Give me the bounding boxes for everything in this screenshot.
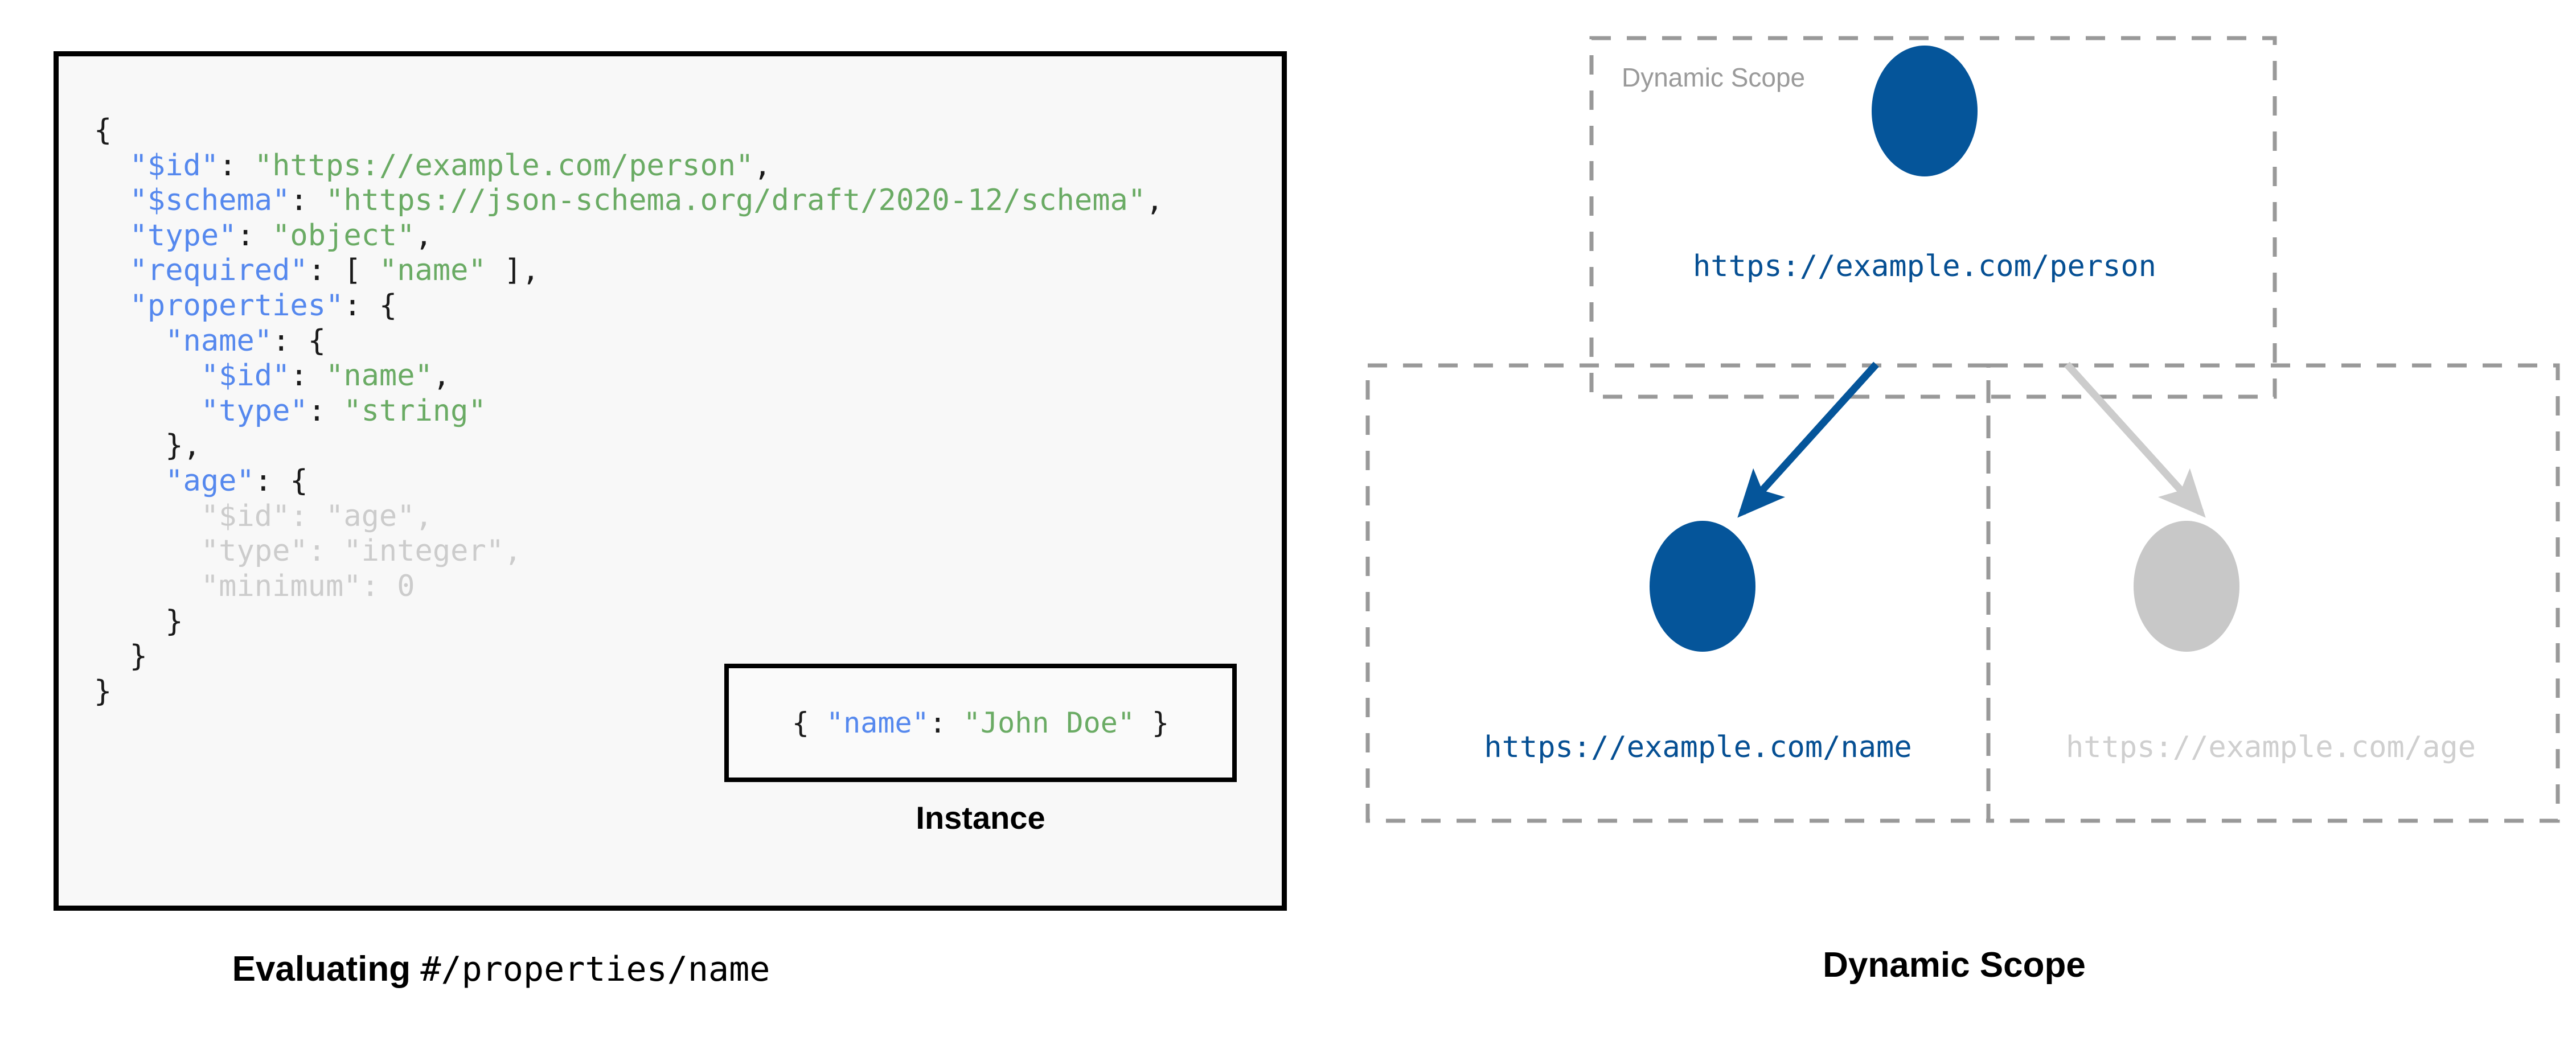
edge-person-to-name: [1737, 361, 1879, 518]
code-token-key: "properties": [129, 289, 344, 323]
code-token-dim: "age": [326, 499, 415, 533]
schema-panel: { "$id": "https://example.com/person", "…: [0, 51, 1287, 987]
code-token-pun: : {: [272, 323, 326, 358]
node-label-name: https://example.com/name: [1484, 730, 1912, 764]
code-token-pun: ,: [432, 359, 451, 393]
edge-group: [1737, 361, 2206, 518]
code-line: "required": [ "name" ],: [94, 253, 540, 287]
code-token-dim: "$id": [200, 499, 290, 533]
scope-box-age: [1986, 363, 2560, 823]
code-token-pun: }: [1134, 706, 1170, 739]
instance-box: { "name": "John Doe" }: [724, 664, 1237, 782]
code-line: "properties": {: [94, 289, 397, 323]
scope-box-label: Dynamic Scope: [1622, 63, 1805, 92]
dynamic-scope-diagram: Dynamic Scope https://example.com/person…: [1365, 36, 2560, 823]
code-token-pun: :: [236, 218, 273, 253]
code-token-pun: :: [307, 393, 344, 428]
code-token-key: "type": [200, 393, 308, 428]
schema-code-text: { "$id": "https://example.com/person", "…: [94, 113, 1163, 709]
code-token-key: "type": [129, 218, 237, 253]
code-token-key: "name": [826, 706, 929, 739]
evaluating-caption-pointer: #/properties/name: [420, 949, 770, 989]
code-token-pun: ,: [1146, 183, 1164, 218]
code-token-pun: : {: [254, 464, 308, 499]
dynamic-scope-panel: Dynamic Scope https://example.com/person…: [1332, 0, 2576, 1053]
code-token-key: "required": [129, 253, 308, 288]
code-token-key: "$schema": [129, 183, 290, 218]
code-token-dim: "integer": [343, 534, 504, 569]
code-token-str: "name": [379, 253, 486, 288]
code-token-key: "age": [165, 464, 255, 499]
code-line: }: [94, 639, 147, 673]
code-token-pun: }: [94, 674, 112, 709]
dynamic-scope-caption: Dynamic Scope: [1823, 945, 2086, 985]
code-token-dim: ,: [504, 534, 522, 569]
evaluating-caption-bold: Evaluating: [232, 949, 411, 989]
code-line: {: [94, 113, 112, 147]
code-line: "type": "object",: [94, 219, 433, 253]
scope-box-name: [1365, 363, 1991, 823]
code-token-pun: : {: [343, 289, 397, 323]
code-token-pun: ,: [753, 148, 772, 183]
node-group: https://example.com/person https://examp…: [1484, 46, 2476, 764]
code-token-pun: }: [129, 639, 147, 674]
code-token-pun: {: [94, 113, 112, 147]
code-token-pun: },: [165, 429, 201, 463]
code-token-dim: :: [361, 569, 397, 603]
node-circle-age[interactable]: [2134, 521, 2239, 652]
node-label-person: https://example.com/person: [1693, 249, 2156, 283]
code-line: "type": "integer",: [94, 534, 522, 568]
code-token-pun: :: [290, 183, 326, 218]
code-token-str: "https://example.com/person": [254, 148, 754, 183]
code-line: "type": "string": [94, 394, 486, 428]
edge-person-to-age: [2064, 361, 2206, 518]
code-line: }: [94, 674, 112, 709]
code-line: "minimum": 0: [94, 569, 415, 603]
scope-box-person: [1589, 36, 2277, 399]
node-circle-name[interactable]: [1650, 521, 1755, 652]
code-token-str: "John Doe": [963, 706, 1135, 739]
code-line: "$id": "https://example.com/person",: [94, 149, 772, 183]
code-token-dim: 0: [397, 569, 415, 603]
code-token-pun: : [: [307, 253, 379, 288]
node-circle-person[interactable]: [1872, 46, 1978, 176]
instance-label: Instance: [916, 800, 1045, 836]
evaluating-caption: Evaluating #/properties/name: [0, 952, 1002, 987]
code-line: "$schema": "https://json-schema.org/draf…: [94, 183, 1164, 218]
code-line: }: [94, 604, 183, 639]
instance-code-text: { "name": "John Doe" }: [792, 706, 1169, 739]
code-line: "$id": "age",: [94, 499, 433, 533]
code-token-pun: ],: [486, 253, 540, 288]
code-token-dim: ,: [415, 499, 433, 533]
code-line: "$id": "name",: [94, 359, 450, 393]
code-token-dim: :: [290, 499, 326, 533]
code-token-str: "object": [272, 218, 415, 253]
scope-box-group: [1365, 36, 2560, 823]
code-token-pun: :: [929, 706, 963, 739]
code-token-pun: {: [791, 706, 827, 739]
code-token-str: "name": [326, 359, 433, 393]
schema-code-box: { "$id": "https://example.com/person", "…: [54, 51, 1287, 911]
code-token-dim: "type": [200, 534, 308, 569]
node-label-age: https://example.com/age: [2066, 730, 2476, 764]
code-line: },: [94, 429, 201, 463]
code-token-key: "$id": [129, 148, 219, 183]
code-line: "age": {: [94, 464, 308, 499]
code-token-pun: }: [165, 604, 183, 639]
code-token-dim: :: [307, 534, 344, 569]
code-token-str: "https://json-schema.org/draft/2020-12/s…: [326, 183, 1146, 218]
code-token-key: "name": [165, 323, 273, 358]
code-token-dim: "minimum": [200, 569, 362, 603]
code-token-pun: :: [219, 148, 255, 183]
code-token-key: "$id": [200, 359, 290, 393]
code-token-str: "string": [343, 393, 486, 428]
code-token-pun: :: [290, 359, 326, 393]
code-token-pun: ,: [415, 218, 433, 253]
code-line: "name": {: [94, 324, 326, 358]
